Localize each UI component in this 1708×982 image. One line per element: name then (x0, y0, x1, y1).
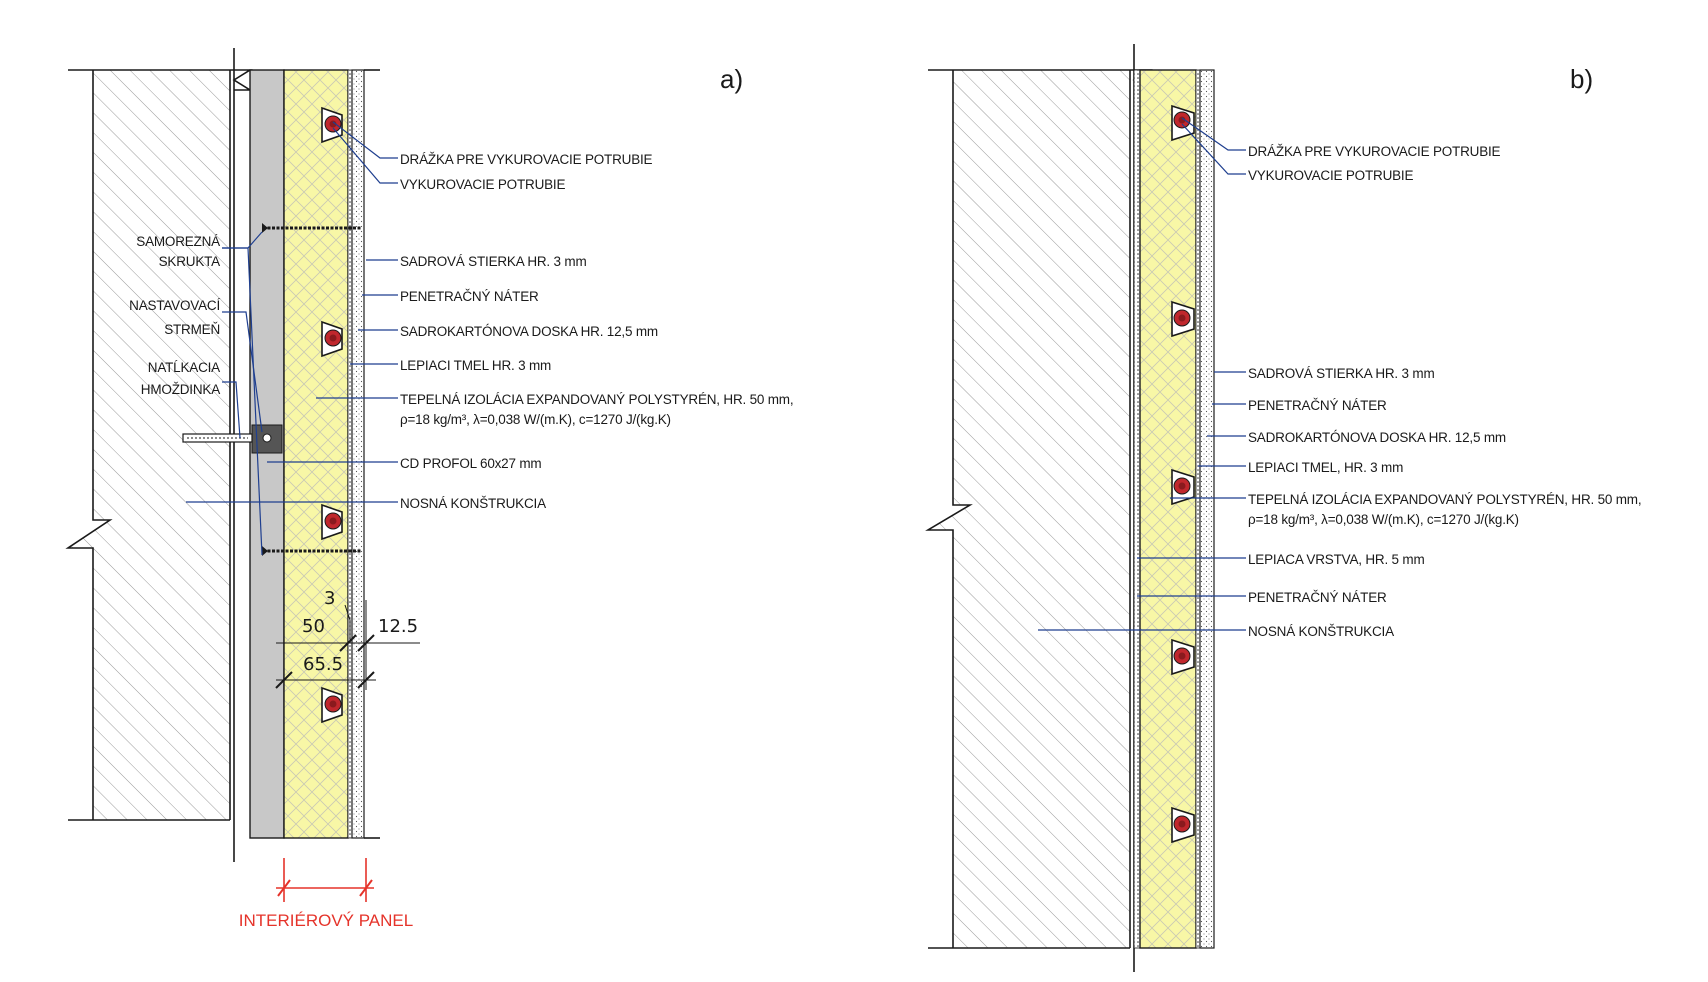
pipe-groove-b5 (1171, 806, 1195, 844)
adhesive-layer-a (347, 69, 353, 839)
label-b-adhesive: LEPIACI TMEL, HR. 3 mm (1248, 460, 1403, 475)
interior-panel-label: INTERIÉROVÝ PANEL (239, 911, 413, 930)
gypsum-board-a (351, 69, 365, 839)
interior-panel-marker (276, 858, 374, 902)
dim-50: 50 (302, 616, 325, 637)
panel-a: DRÁŽKA PRE VYKUROVACIE POTRUBIE VYKUROVA… (65, 48, 794, 930)
label-a-insulation-1: TEPELNÁ IZOLÁCIA EXPANDOVANÝ POLYSTYRÉN,… (400, 392, 793, 407)
self-tapping-screw-top (262, 223, 362, 233)
leaders-a-right (186, 121, 398, 503)
load-bearing-wall-a (68, 70, 230, 820)
label-a-profile: CD PROFOL 60x27 mm (400, 456, 541, 471)
label-a-primer: PENETRAČNÝ NÁTER (400, 289, 539, 304)
label-a-plaster: SADROVÁ STIERKA HR. 3 mm (400, 254, 587, 269)
load-bearing-wall-b (928, 70, 1130, 948)
label-a-bracket-2: STRMEŇ (164, 322, 220, 337)
label-a-groove: DRÁŽKA PRE VYKUROVACIE POTRUBIE (400, 152, 653, 167)
pipe-groove-a2 (321, 320, 343, 358)
label-b-structure: NOSNÁ KONŠTRUKCIA (1248, 624, 1394, 639)
label-a-screw-2: SKRUKTA (159, 254, 221, 269)
label-a-bracket-1: NASTAVOVACÍ (129, 298, 220, 313)
label-a-pipe: VYKUROVACIE POTRUBIE (400, 177, 565, 192)
dimensions-a (275, 600, 420, 690)
label-b-insulation-1: TEPELNÁ IZOLÁCIA EXPANDOVANÝ POLYSTYRÉN,… (1248, 492, 1641, 507)
label-b-insulation-2: ρ=18 kg/m³, λ=0,038 W/(m.K), c=1270 J/(k… (1248, 512, 1519, 527)
hammer-anchor (182, 433, 253, 443)
wall-outline-b (925, 69, 1131, 949)
top-break-a (230, 48, 253, 862)
label-a-screw-1: SAMOREZNÁ (136, 234, 220, 249)
label-b-pipe: VYKUROVACIE POTRUBIE (1248, 168, 1413, 183)
panel-b: DRÁŽKA PRE VYKUROVACIE POTRUBIE VYKUROVA… (925, 44, 1642, 972)
insulation-hatch-b (1140, 70, 1196, 948)
gypsum-board-b (1199, 69, 1215, 949)
panel-b-tag: b) (1570, 64, 1593, 94)
label-a-structure: NOSNÁ KONŠTRUKCIA (400, 496, 546, 511)
label-a-anchor-2: HMOŽDINKA (141, 382, 220, 397)
wall-outline-a (65, 69, 231, 821)
dim-12-5: 12.5 (378, 616, 418, 637)
label-a-insulation-2: ρ=18 kg/m³, λ=0,038 W/(m.K), c=1270 J/(k… (400, 412, 671, 427)
label-b-primer: PENETRAČNÝ NÁTER (1248, 398, 1387, 413)
label-b-glue-layer: LEPIACA VRSTVA, HR. 5 mm (1248, 552, 1425, 567)
dim-3: 3 (324, 588, 335, 609)
bracket-bolt-icon (262, 433, 272, 443)
insulation-hatch-a (284, 70, 348, 838)
pipe-groove-b2 (1171, 300, 1195, 338)
panel-a-tag: a) (720, 64, 743, 94)
label-a-adhesive: LEPIACI TMEL HR. 3 mm (400, 358, 551, 373)
pipe-groove-a3 (321, 503, 343, 541)
label-b-groove: DRÁŽKA PRE VYKUROVACIE POTRUBIE (1248, 144, 1501, 159)
leaders-a-left (222, 231, 263, 556)
glue-layer-b (1133, 69, 1141, 949)
label-b-primer-2: PENETRAČNÝ NÁTER (1248, 590, 1387, 605)
label-a-anchor-1: NATĹKACIA (148, 360, 220, 375)
pipe-groove-b3 (1171, 468, 1195, 506)
cd-profile-layer (249, 69, 285, 839)
pipe-groove-b4 (1171, 638, 1195, 676)
pipe-groove-a4 (321, 686, 343, 724)
label-b-board: SADROKARTÓNOVA DOSKA HR. 12,5 mm (1248, 430, 1506, 445)
self-tapping-screw-bottom (262, 546, 362, 556)
leaders-b (1038, 117, 1246, 631)
label-b-plaster: SADROVÁ STIERKA HR. 3 mm (1248, 366, 1435, 381)
dim-65-5: 65.5 (303, 654, 343, 675)
label-a-board: SADROKARTÓNOVA DOSKA HR. 12,5 mm (400, 324, 658, 339)
